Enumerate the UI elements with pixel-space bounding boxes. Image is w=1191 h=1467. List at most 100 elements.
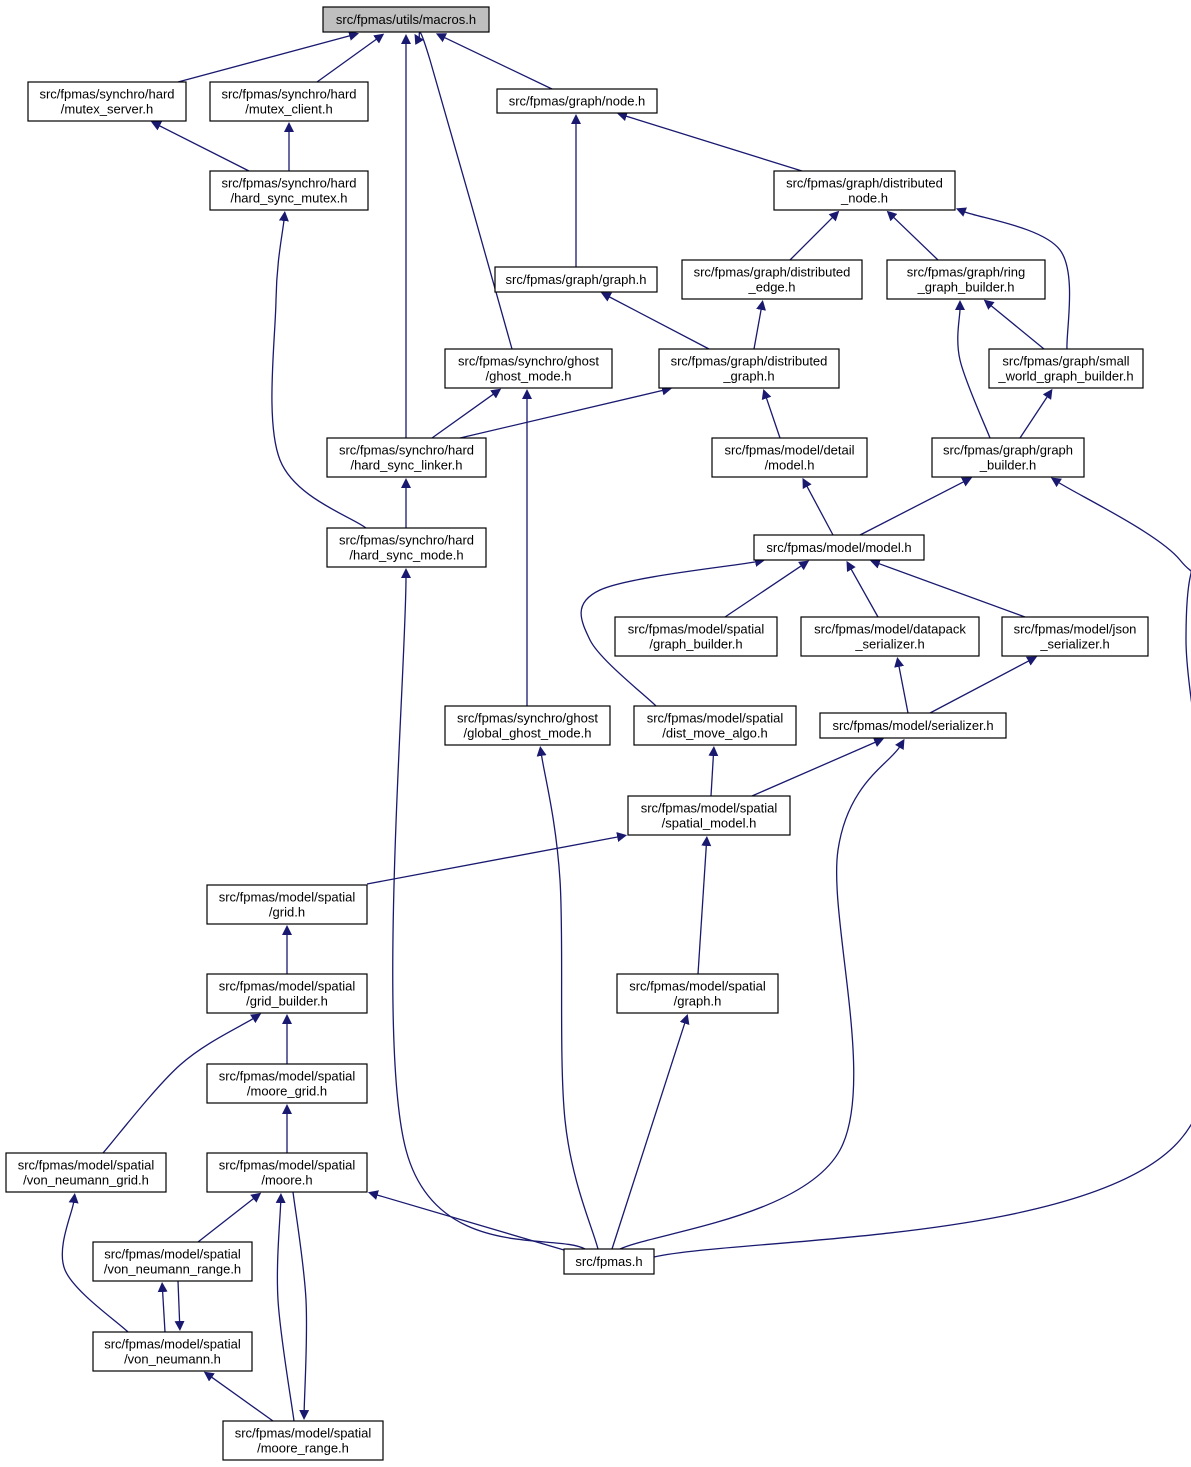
node-label: src/fpmas/graph/graph	[943, 443, 1073, 458]
node-mutex-server[interactable]: src/fpmas/synchro/hard/mutex_server.h	[27, 81, 187, 122]
edge-small_world-to-dist_node	[955, 207, 1071, 350]
edge-layer	[61, 31, 1191, 1422]
node-box	[209, 81, 369, 122]
node-label: src/fpmas/model/spatial	[235, 1426, 372, 1441]
node-label: /model.h	[765, 458, 815, 473]
node-label: src/fpmas/synchro/hard	[339, 443, 474, 458]
edge-json-to-model	[869, 559, 1026, 618]
node-box	[563, 1248, 655, 1275]
edge-von_neumann-to-vn_range	[157, 1281, 168, 1333]
node-box	[222, 1420, 384, 1461]
node-box	[27, 81, 187, 122]
node-label: src/fpmas/graph/node.h	[509, 94, 646, 109]
node-label: src/fpmas/graph/distributed	[671, 354, 828, 369]
node-hard-sync-mutex[interactable]: src/fpmas/synchro/hard/hard_sync_mutex.h	[209, 170, 369, 211]
node-ghost-mode[interactable]: src/fpmas/synchro/ghost/ghost_mode.h	[444, 348, 613, 389]
node-graph[interactable]: src/fpmas/graph/graph.h	[494, 266, 658, 293]
node-box	[326, 437, 487, 478]
node-label: _edge.h	[748, 280, 796, 295]
node-box	[206, 1152, 368, 1193]
node-box	[681, 259, 863, 300]
node-moore-range[interactable]: src/fpmas/model/spatial/moore_range.h	[222, 1420, 384, 1461]
node-spatial-model[interactable]: src/fpmas/model/spatial/spatial_model.h	[627, 795, 791, 836]
edge-serializer-to-datapack	[894, 656, 909, 714]
node-box	[614, 616, 778, 657]
node-sp-graph-builder[interactable]: src/fpmas/model/spatial/graph_builder.h	[614, 616, 778, 657]
node-sp-graph[interactable]: src/fpmas/model/spatial/graph.h	[616, 973, 779, 1014]
node-label: src/fpmas/synchro/hard	[39, 87, 174, 102]
node-label: src/fpmas/model/spatial	[629, 979, 766, 994]
edge-sp_graph_builder-to-model	[724, 560, 810, 618]
edge-ring-to-dist_node	[886, 210, 939, 261]
edge-hard_sync_mutex-to-mutex_server	[150, 121, 250, 172]
node-dist-node[interactable]: src/fpmas/graph/distributed_node.h	[773, 170, 956, 211]
node-label: src/fpmas/model/spatial	[18, 1158, 155, 1173]
edge-model-to-graph_builder	[859, 477, 973, 536]
node-label: src/fpmas/model/serializer.h	[832, 718, 993, 733]
node-box	[711, 437, 868, 478]
node-hard-sync-linker[interactable]: src/fpmas/synchro/hard/hard_sync_linker.…	[326, 437, 487, 478]
node-label: src/fpmas/model/json	[1014, 622, 1137, 637]
node-datapack[interactable]: src/fpmas/model/datapack_serializer.h	[800, 616, 980, 657]
node-dist-graph[interactable]: src/fpmas/graph/distributed_graph.h	[658, 348, 840, 389]
node-label: src/fpmas.h	[575, 1254, 642, 1269]
node-grid-builder[interactable]: src/fpmas/model/spatial/grid_builder.h	[206, 973, 368, 1014]
edge-fpmas-to-moore	[367, 1190, 565, 1251]
node-label: _world_graph_builder.h	[997, 369, 1133, 384]
node-box	[5, 1152, 167, 1193]
node-label: _node.h	[840, 191, 888, 206]
node-graph-builder[interactable]: src/fpmas/graph/graph_builder.h	[931, 437, 1085, 478]
node-macros[interactable]: src/fpmas/utils/macros.h	[322, 6, 490, 33]
node-label: /grid.h	[269, 905, 305, 920]
node-box	[209, 170, 369, 211]
node-von-neumann[interactable]: src/fpmas/model/spatial/von_neumann.h	[92, 1331, 253, 1372]
node-ring[interactable]: src/fpmas/graph/ring_graph_builder.h	[886, 259, 1046, 300]
node-global-ghost[interactable]: src/fpmas/synchro/ghost/global_ghost_mod…	[444, 705, 611, 746]
edge-datapack-to-model	[846, 560, 879, 618]
node-serializer[interactable]: src/fpmas/model/serializer.h	[819, 712, 1007, 739]
node-node[interactable]: src/fpmas/graph/node.h	[496, 88, 658, 114]
edge-fpmas-to-hard_sync_mode	[392, 568, 586, 1250]
node-label: /moore_range.h	[257, 1441, 349, 1456]
node-label: src/fpmas/utils/macros.h	[336, 12, 476, 27]
node-label: _graph.h	[722, 369, 774, 384]
node-box	[1001, 616, 1149, 657]
node-vn-range[interactable]: src/fpmas/model/spatial/von_neumann_rang…	[92, 1241, 253, 1282]
node-dist-edge[interactable]: src/fpmas/graph/distributed_edge.h	[681, 259, 863, 300]
edge-sp_graph-to-spatial_model	[697, 835, 712, 975]
node-label: /von_neumann_grid.h	[23, 1173, 149, 1188]
node-mutex-client[interactable]: src/fpmas/synchro/hard/mutex_client.h	[209, 81, 369, 122]
node-box	[92, 1241, 253, 1282]
node-moore[interactable]: src/fpmas/model/spatial/moore.h	[206, 1152, 368, 1193]
edge-moore_range-to-von_neumann	[203, 1371, 274, 1422]
node-label: src/fpmas/model/spatial	[104, 1337, 241, 1352]
edge-grid-to-spatial_model	[366, 832, 628, 885]
node-label: /mutex_server.h	[61, 102, 154, 117]
node-detail-model[interactable]: src/fpmas/model/detail/model.h	[711, 437, 868, 478]
edge-hard_sync_linker-to-ghost_mode	[431, 388, 502, 439]
edge-node-to-macros	[435, 33, 553, 90]
edge-model-to-detail_model	[802, 477, 834, 536]
node-small-world[interactable]: src/fpmas/graph/small_world_graph_builde…	[988, 348, 1144, 389]
node-hard-sync-mode[interactable]: src/fpmas/synchro/hard/hard_sync_mode.h	[326, 527, 487, 568]
node-label: _builder.h	[979, 458, 1036, 473]
node-label: _graph_builder.h	[917, 280, 1015, 295]
edge-graph_builder-to-ring	[954, 300, 991, 439]
node-vn-grid[interactable]: src/fpmas/model/spatial/von_neumann_grid…	[5, 1152, 167, 1193]
node-label: /von_neumann.h	[124, 1352, 221, 1367]
node-json[interactable]: src/fpmas/model/json_serializer.h	[1001, 616, 1149, 657]
node-box	[633, 705, 797, 746]
node-fpmas[interactable]: src/fpmas.h	[563, 1248, 655, 1275]
node-label: src/fpmas/model/detail	[724, 443, 854, 458]
node-box	[627, 795, 791, 836]
node-dist-move[interactable]: src/fpmas/model/spatial/dist_move_algo.h	[633, 705, 797, 746]
node-moore-grid[interactable]: src/fpmas/model/spatial/moore_grid.h	[206, 1063, 368, 1104]
node-label: src/fpmas/model/spatial	[641, 801, 778, 816]
edge-vn_grid-to-grid_builder	[102, 1013, 262, 1154]
node-model[interactable]: src/fpmas/model/model.h	[753, 534, 925, 561]
node-layer: src/fpmas/utils/macros.h src/fpmas/synchr…	[5, 6, 1149, 1461]
node-label: src/fpmas/model/spatial	[219, 979, 356, 994]
node-label: src/fpmas/graph/small	[1002, 354, 1129, 369]
node-grid[interactable]: src/fpmas/model/spatial/grid.h	[206, 884, 368, 925]
